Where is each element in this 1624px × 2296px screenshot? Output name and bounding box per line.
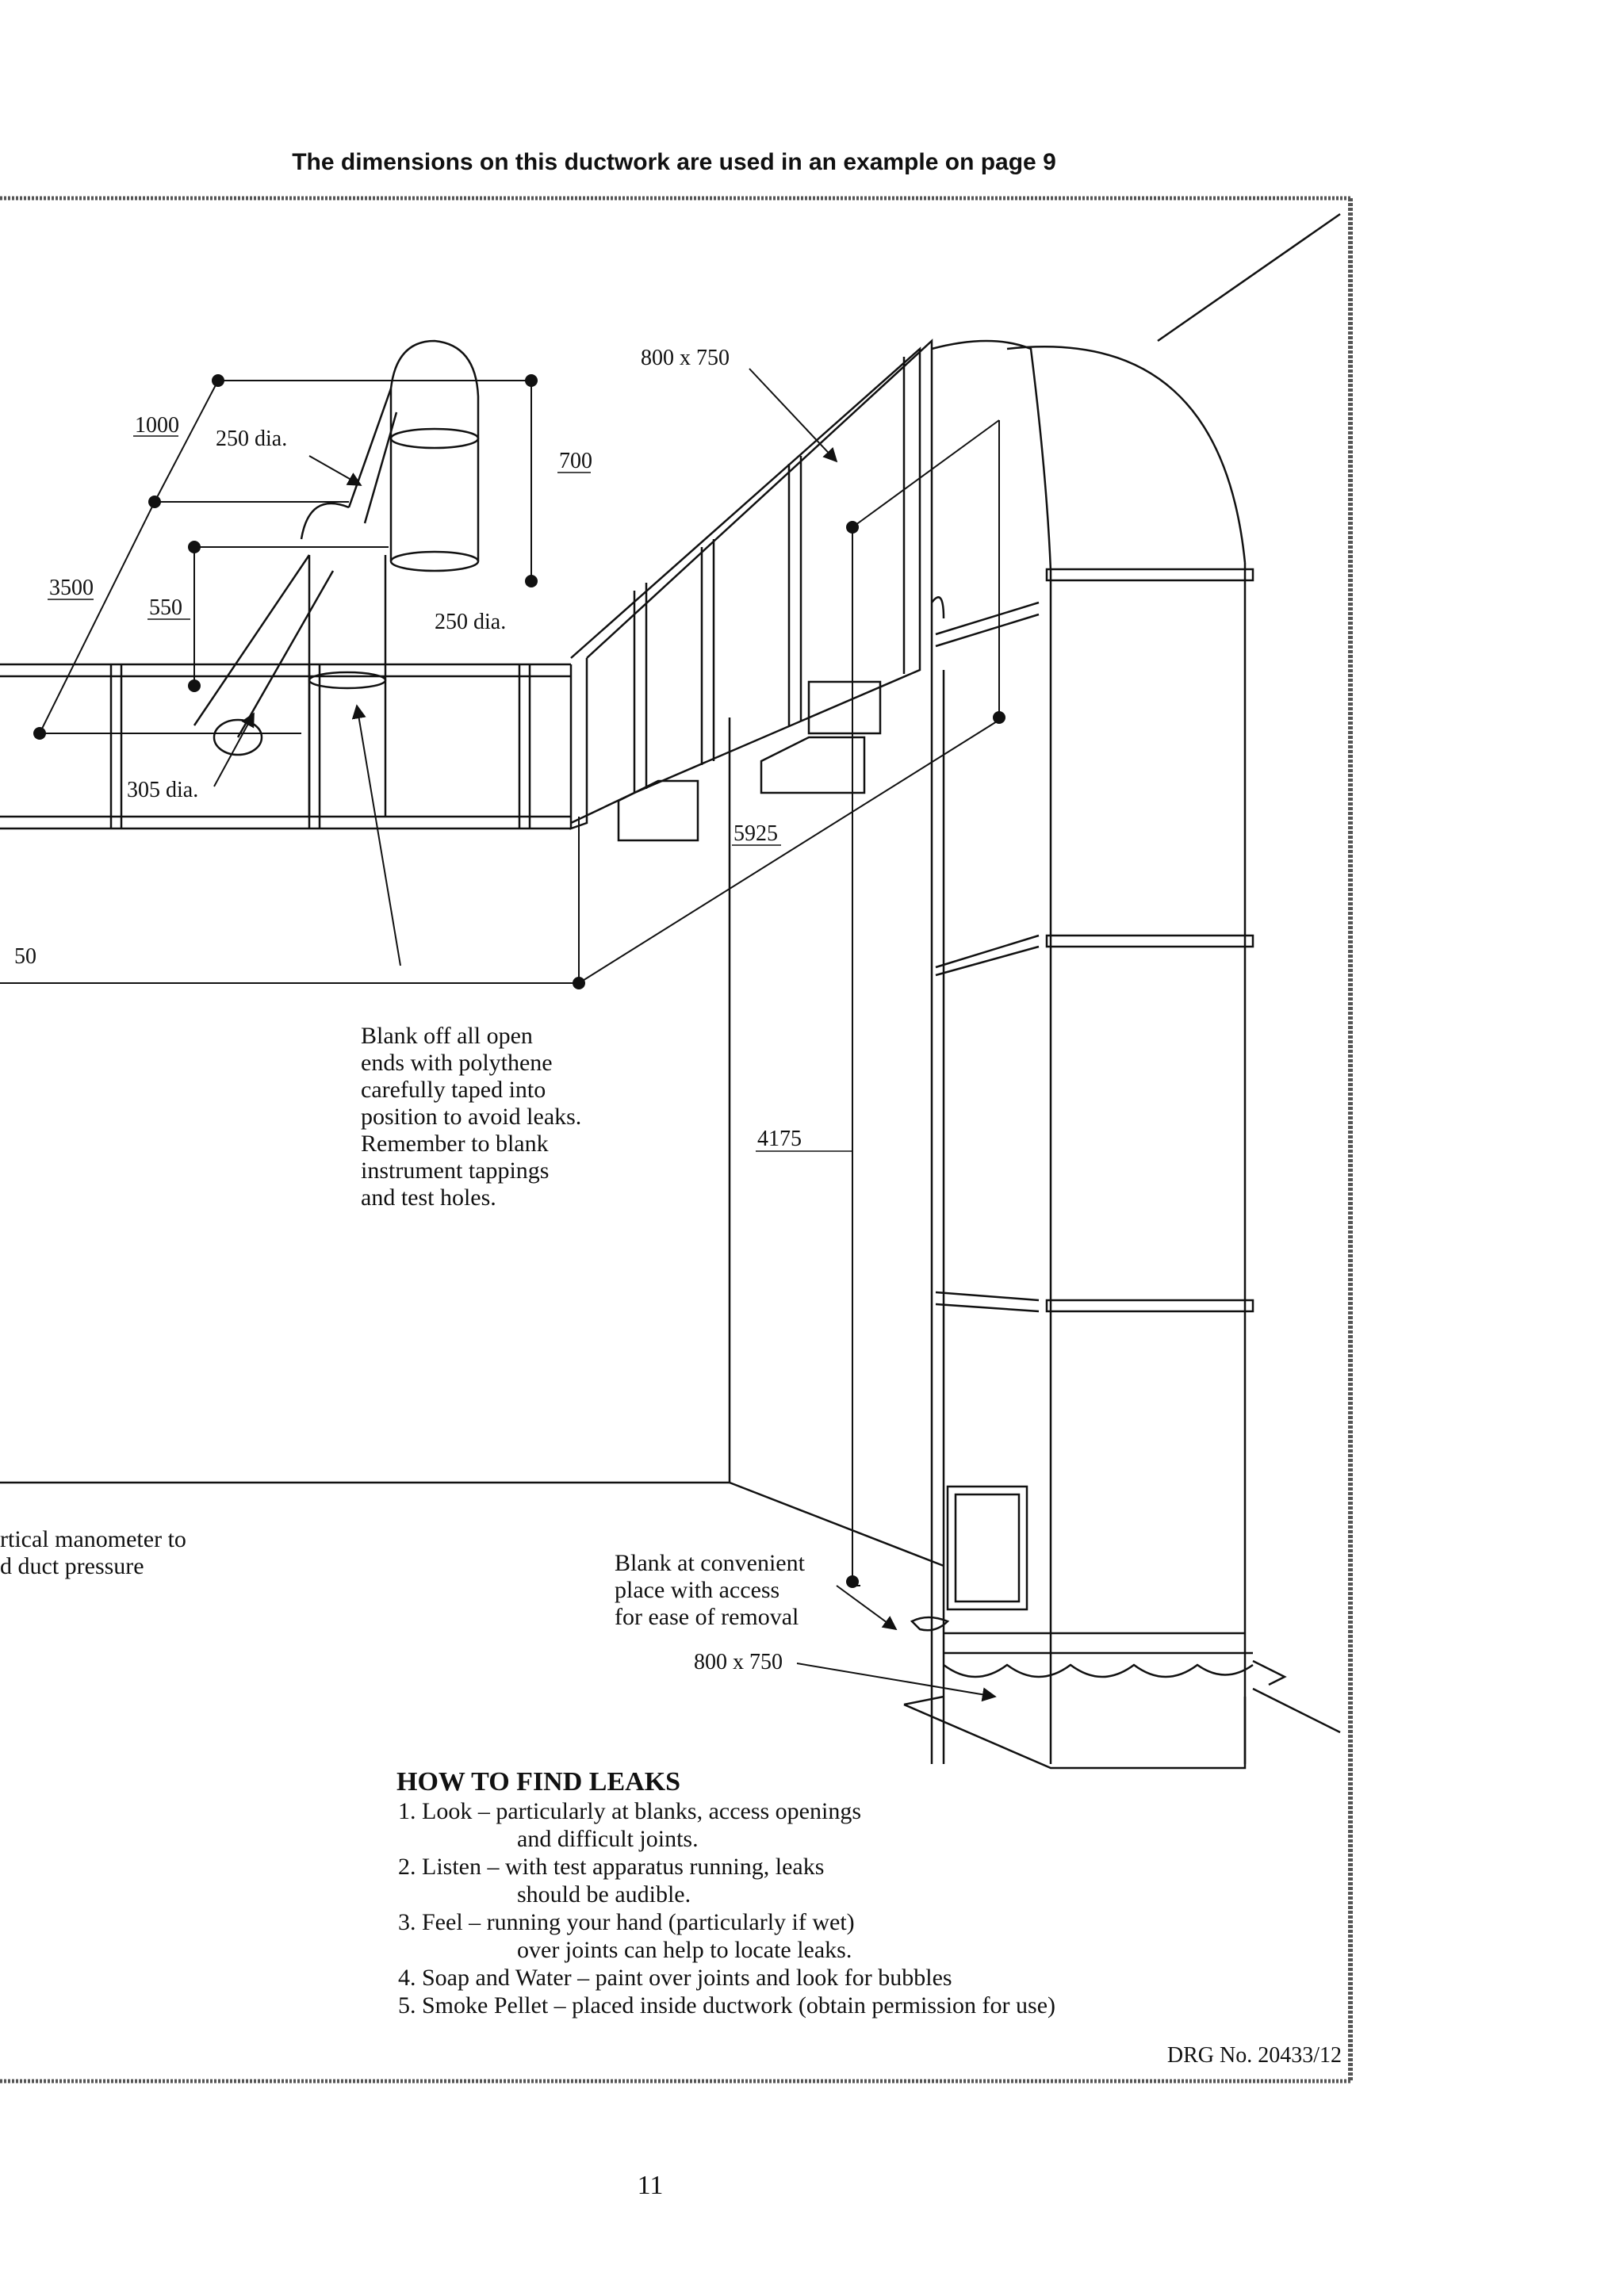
leak-item: 3. Feel – running your hand (particularl… bbox=[398, 1909, 855, 1935]
drawing-frame bbox=[0, 196, 1353, 2084]
leaks-section: HOW TO FIND LEAKS 1. Look – particularly… bbox=[396, 1768, 1055, 2019]
leaks-title: HOW TO FIND LEAKS bbox=[396, 1767, 681, 1797]
leak-item: 2. Listen – with test apparatus running,… bbox=[398, 1854, 825, 1880]
dim-800x750-bottom: 800 x 750 bbox=[694, 1650, 783, 1674]
note-manometer: rtical manometer to d duct pressure bbox=[0, 1526, 186, 1579]
page-number: 11 bbox=[637, 2171, 664, 2200]
leak-item: 1. Look – particularly at blanks, access… bbox=[398, 1798, 862, 1824]
leak-item-cont: should be audible. bbox=[517, 1881, 691, 1908]
duct-branches bbox=[193, 339, 480, 817]
leak-item-cont: over joints can help to locate leaks. bbox=[517, 1937, 852, 1963]
dimension-lines bbox=[0, 380, 1004, 1586]
leak-item-cont: and difficult joints. bbox=[517, 1826, 699, 1852]
dim-305: 305 dia. bbox=[127, 778, 198, 802]
dim-550: 550 bbox=[149, 595, 182, 620]
horizontal-duct-left bbox=[0, 658, 588, 830]
dim-50: 50 bbox=[14, 944, 36, 969]
dim-1000: 1000 bbox=[135, 413, 179, 438]
dim-5925: 5925 bbox=[733, 821, 778, 846]
leader-arrows bbox=[213, 368, 997, 1702]
dim-250-top: 250 dia. bbox=[216, 427, 287, 451]
dim-250-mid: 250 dia. bbox=[435, 610, 506, 634]
drawing-number: DRG No. 20433/12 bbox=[1166, 2043, 1342, 2068]
vertical-riser bbox=[903, 339, 1287, 1770]
page-heading: The dimensions on this ductwork are used… bbox=[292, 149, 1056, 175]
main-duct-run bbox=[570, 339, 933, 842]
leak-item: 4. Soap and Water – paint over joints an… bbox=[398, 1965, 952, 1991]
note-blank-at: Blank at convenient place with access fo… bbox=[615, 1550, 805, 1630]
dimension-nodes bbox=[33, 374, 1005, 1588]
room-walls bbox=[0, 212, 1341, 1734]
dim-800x750-top: 800 x 750 bbox=[641, 346, 730, 370]
dim-3500: 3500 bbox=[49, 576, 94, 600]
note-blank-off: Blank off all open ends with polythene c… bbox=[361, 1023, 582, 1211]
dim-4175: 4175 bbox=[757, 1127, 802, 1151]
dim-700: 700 bbox=[559, 449, 592, 473]
leak-item: 5. Smoke Pellet – placed inside ductwork… bbox=[398, 1992, 1055, 2019]
